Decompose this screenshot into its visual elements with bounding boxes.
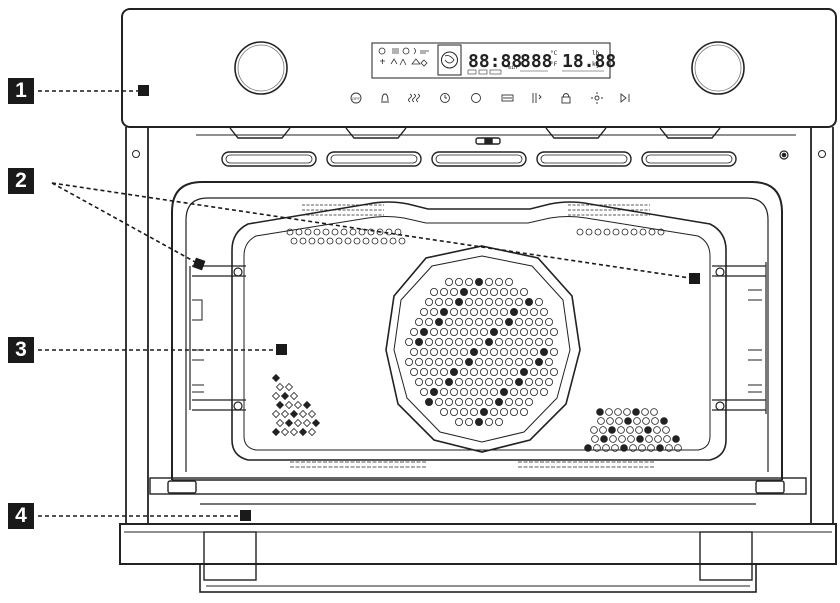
marker-door (240, 510, 251, 521)
light-icon[interactable] (591, 92, 603, 104)
grill-icon[interactable] (501, 94, 514, 102)
callout-1: 1 (8, 78, 34, 104)
callout-2: 2 (8, 168, 34, 194)
temp-unit-c: °C (550, 50, 558, 57)
temp-unit-f: °F (550, 61, 558, 68)
touch-buttons: OFF (350, 92, 630, 104)
time-digits: 88:88 (468, 51, 522, 72)
fan-perforations (404, 277, 559, 426)
callout-4: 4 (8, 503, 34, 529)
control-panel: 88:88 min 888 °C °F 18.88 lb kg OFF (121, 8, 837, 128)
steam-icon[interactable] (408, 93, 420, 103)
weight-unit-kg: kg (592, 61, 600, 68)
svg-text:OFF: OFF (352, 96, 361, 101)
timer-icon[interactable] (440, 93, 450, 103)
min-unit: min (508, 65, 517, 71)
bell-icon[interactable] (381, 93, 389, 103)
temp-digits: 888 (520, 51, 553, 72)
lock-icon[interactable] (561, 96, 571, 104)
oven-body (125, 127, 834, 525)
convection-fan-cover (385, 245, 581, 453)
leader-lines (38, 90, 691, 517)
display-panel: 88:88 min 888 °C °F 18.88 lb kg (371, 42, 616, 79)
oven-door (119, 477, 837, 593)
perforation-bottom-right (584, 408, 682, 452)
marker-control-panel (138, 85, 149, 96)
fan-icon[interactable] (532, 93, 542, 103)
perforation-top-right (576, 228, 665, 236)
oven-cavity (171, 181, 783, 481)
weight-digits: 18.88 (562, 51, 616, 72)
weight-unit-lb: lb (592, 50, 600, 57)
marker-rack-guide-right (689, 273, 700, 284)
perforation-top-left (286, 228, 406, 245)
off-icon[interactable]: OFF (350, 92, 362, 104)
defrost-icon[interactable] (471, 93, 481, 103)
leader-markers (138, 85, 700, 521)
marker-rack-guide-left (192, 257, 206, 271)
mode-symbols (378, 47, 429, 67)
left-knob[interactable] (234, 41, 288, 95)
leader-line-2b (51, 182, 691, 279)
vent-strip (196, 127, 796, 167)
callout-3: 3 (8, 337, 34, 363)
start-icon[interactable] (620, 93, 630, 103)
perforation-bottom-left (271, 373, 321, 437)
marker-cavity (276, 344, 287, 355)
right-knob[interactable] (691, 41, 745, 95)
